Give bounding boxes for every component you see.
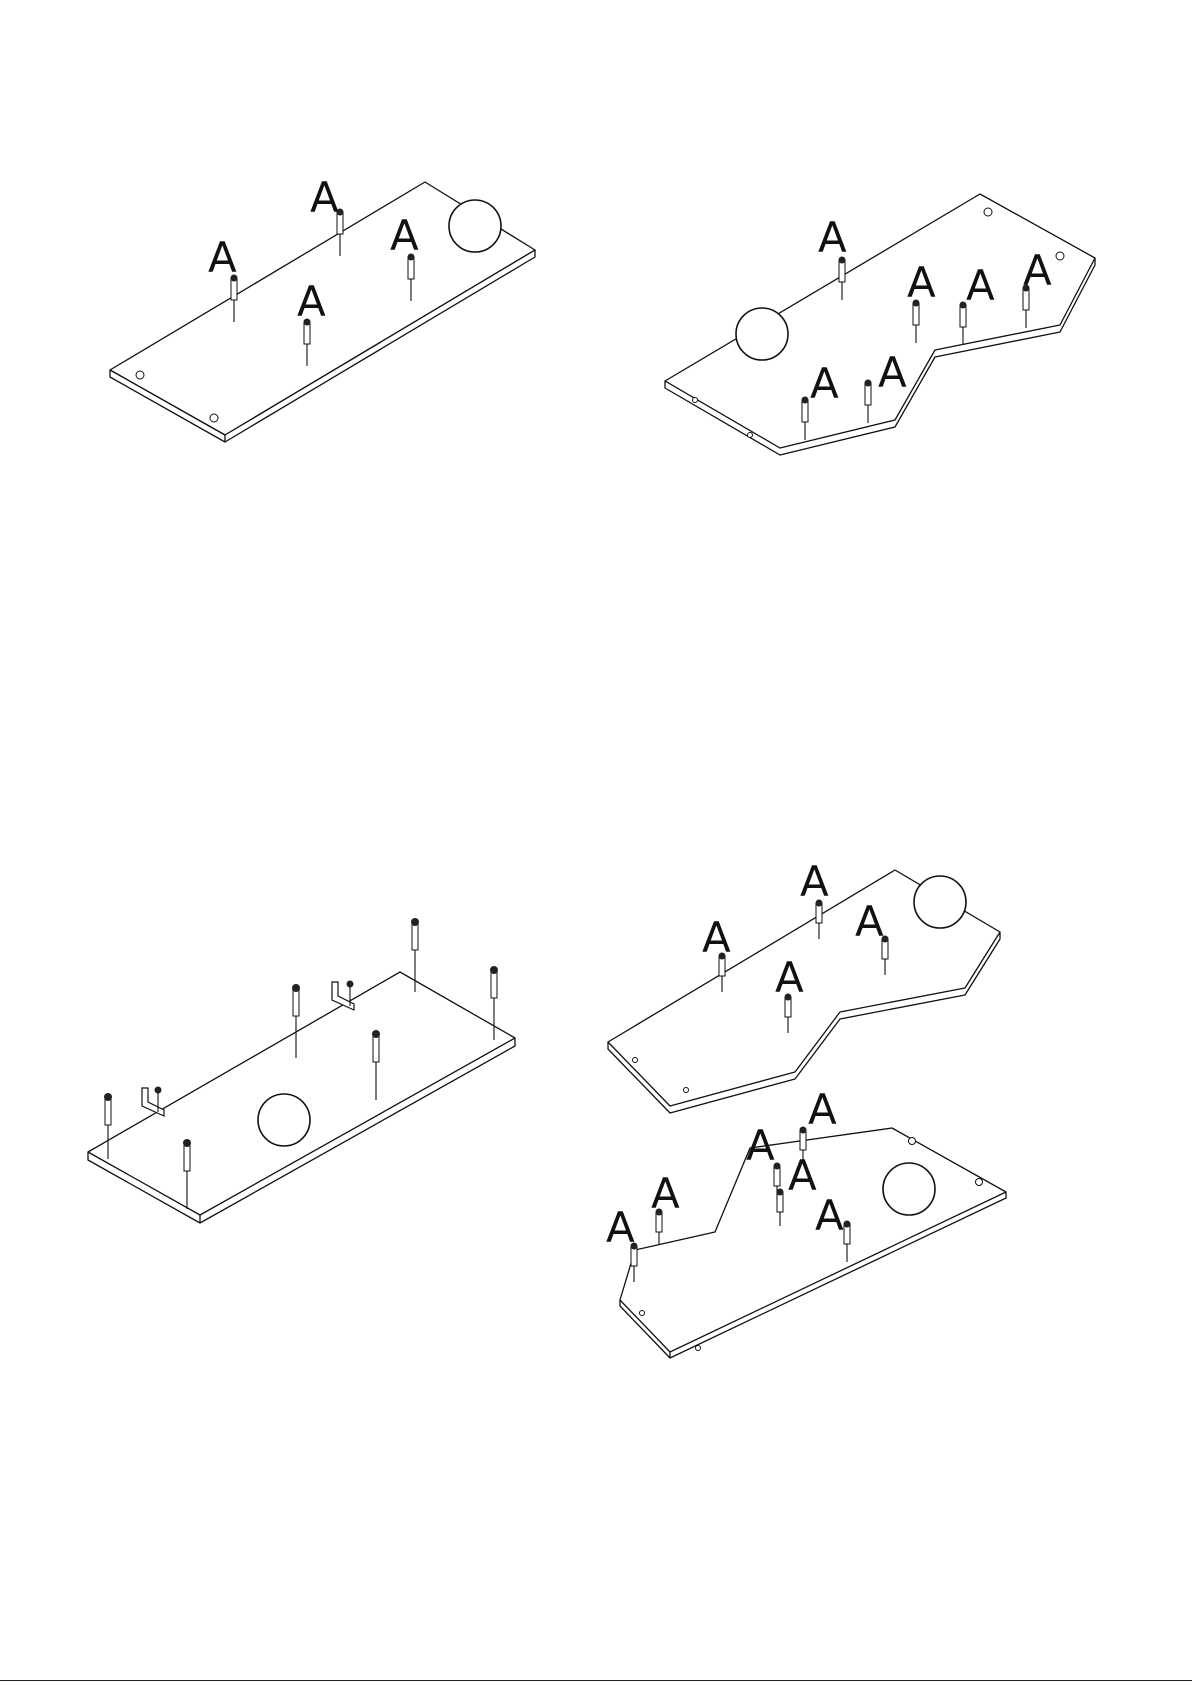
angled-panel-upper-svg: A A A A: [590, 840, 1090, 1120]
callout-circle: [449, 200, 501, 252]
angled-panel-upper-diagram: A A A A: [590, 840, 1090, 1120]
part-label: A: [1023, 246, 1052, 295]
part-label: A: [746, 1121, 775, 1170]
straight-panel-legs-svg: [0, 880, 600, 1260]
straight-panel-legs-diagram: [0, 880, 600, 1260]
part-label: A: [966, 261, 995, 310]
straight-panel-svg: A A A A: [0, 0, 600, 480]
callout-circle: [883, 1163, 935, 1215]
part-label: A: [878, 348, 907, 397]
angled-panel-svg: A A A A A A: [600, 0, 1192, 480]
panel-top-face: [665, 194, 1095, 448]
page-bottom-rule: [0, 1680, 1192, 1681]
straight-panel-diagram: A A A A: [0, 0, 600, 480]
part-label: A: [788, 1151, 817, 1200]
angled-panel-lower-diagram: A A A A A A: [590, 1090, 1090, 1370]
callout-circle: [258, 1094, 310, 1146]
part-label: A: [702, 913, 731, 962]
part-label: A: [800, 857, 829, 906]
part-label: A: [810, 359, 839, 408]
part-label: A: [775, 953, 804, 1002]
part-label: A: [390, 211, 419, 260]
part-label: A: [208, 233, 237, 282]
panel-top-face: [88, 972, 515, 1215]
part-label: A: [907, 258, 936, 307]
part-label: A: [808, 1090, 837, 1134]
angled-panel-lower-svg: A A A A A A: [590, 1090, 1090, 1370]
part-label: A: [815, 1191, 844, 1240]
part-label: A: [606, 1203, 635, 1252]
part-label: A: [651, 1169, 680, 1218]
part-label: A: [297, 277, 326, 326]
part-label: A: [310, 173, 339, 222]
callout-circle: [736, 308, 788, 360]
angled-panel-diagram: A A A A A A: [600, 0, 1192, 480]
part-label: A: [818, 213, 847, 262]
part-label: A: [855, 897, 884, 946]
callout-circle: [914, 876, 966, 928]
